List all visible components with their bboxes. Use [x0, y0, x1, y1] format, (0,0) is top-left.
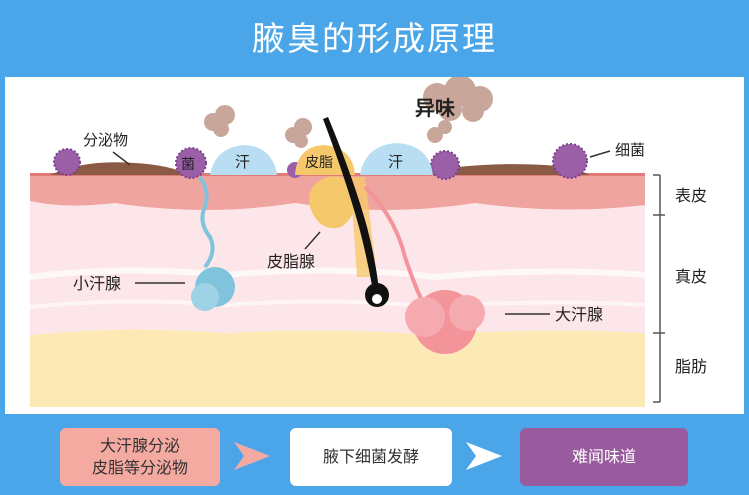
hair-shaft [323, 117, 379, 291]
label-sebaceous-gland: 皮脂腺 [267, 252, 315, 271]
label-eccrine-gland: 小汗腺 [73, 274, 121, 293]
sweat-drop [210, 145, 277, 175]
eccrine-coil [191, 283, 219, 311]
pointer-line [304, 231, 321, 250]
label-odor: 异味 [415, 96, 455, 120]
flow-step-1-line2: 皮脂等分泌物 [91, 458, 188, 477]
odor-cloud [204, 105, 235, 137]
apocrine-coil [405, 297, 445, 337]
layer-label-fat: 脂肪 [675, 357, 707, 376]
diagram-panel: 分泌物 细菌 异味 菌 汗 皮脂 汗 皮脂腺 小汗腺 大汗腺 表皮 真皮 脂肪 [5, 77, 744, 414]
flow-step-1: 大汗腺分泌 皮脂等分泌物 [60, 428, 220, 486]
label-secretion: 分泌物 [83, 131, 128, 149]
pointer-line [112, 151, 131, 166]
eccrine-duct [198, 175, 215, 269]
secretion-film [50, 162, 190, 175]
layer-label-epidermis: 表皮 [675, 186, 707, 205]
fat-layer [30, 329, 645, 407]
odor-cloud [285, 118, 312, 148]
flow-step-1-line1: 大汗腺分泌 [99, 436, 180, 455]
hair-papilla [372, 294, 382, 304]
label-bacteria-right: 细菌 [615, 141, 645, 159]
dermis-wave [29, 299, 646, 310]
bacterium [53, 148, 81, 176]
label-sweat-left: 汗 [235, 153, 250, 171]
flow-arrow-icon [234, 442, 270, 470]
apocrine-duct [363, 185, 427, 308]
dermis-wave [29, 267, 646, 281]
sweat-drop [360, 143, 433, 175]
skin-cross-section-diagram: 分泌物 细菌 异味 菌 汗 皮脂 汗 皮脂腺 小汗腺 大汗腺 表皮 真皮 脂肪 [29, 77, 707, 407]
page-title: 腋臭的形成原理 [252, 19, 497, 58]
flow-arrow-icon [466, 442, 502, 470]
label-sebum-top: 皮脂 [305, 155, 333, 171]
apocrine-coil [449, 295, 485, 331]
pointer-line [589, 150, 611, 158]
bacterium [430, 150, 460, 180]
sebaceous-gland-shape [309, 176, 356, 229]
flow-step-3: 难闻味道 [520, 428, 688, 486]
label-apocrine-gland: 大汗腺 [555, 305, 603, 324]
label-bacteria-small: 菌 [181, 157, 195, 173]
bacterium [175, 147, 207, 179]
layer-label-dermis: 真皮 [675, 267, 707, 286]
flow-step-2: 腋下细菌发酵 [290, 428, 452, 486]
bacterium [552, 143, 588, 179]
odor-cloud [423, 77, 493, 143]
flow-step-2-label: 腋下细菌发酵 [322, 447, 419, 466]
flow-step-3-label: 难闻味道 [571, 447, 636, 466]
label-sweat-right: 汗 [388, 153, 403, 171]
